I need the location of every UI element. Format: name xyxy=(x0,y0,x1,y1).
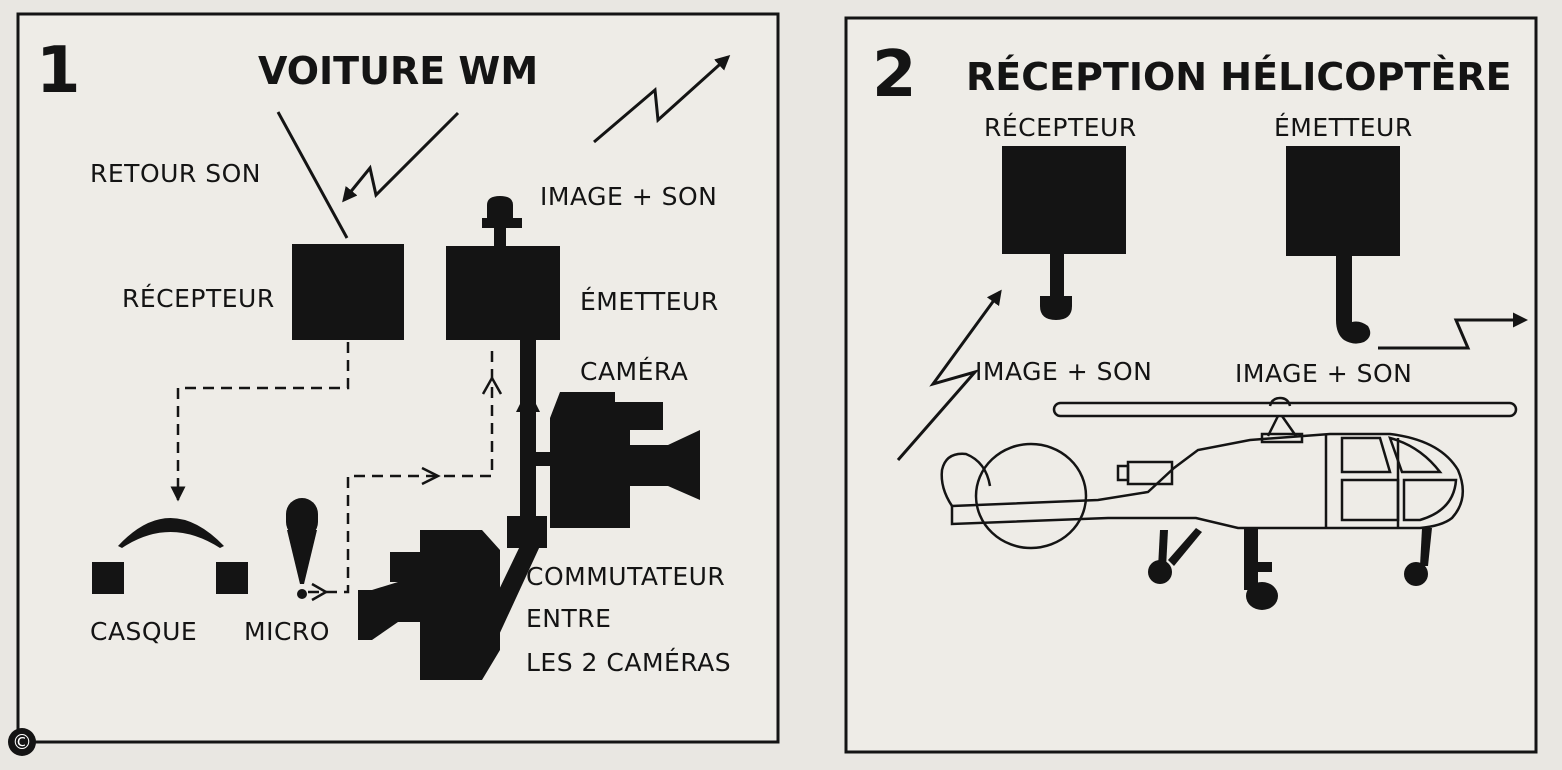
heli-outgoing-signal-arrow xyxy=(1378,312,1528,350)
camera-2-icon xyxy=(358,530,500,680)
helicopter-rotor xyxy=(1052,401,1518,418)
heli-incoming-signal-arrow xyxy=(896,289,1002,461)
label-heli-emetteur: ÉMETTEUR xyxy=(1274,113,1413,142)
label-commutateur-line-2: ENTRE xyxy=(526,604,611,633)
switcher-box xyxy=(507,516,547,548)
helicopter-fuselage xyxy=(950,432,1465,530)
copyright-badge xyxy=(8,728,36,756)
label-heli-image-son-left: IMAGE + SON xyxy=(975,357,1152,386)
transmitter-antenna-base xyxy=(482,218,522,228)
label-recepteur: RÉCEPTEUR xyxy=(122,284,275,313)
heli-transmitter-box xyxy=(1286,146,1400,256)
label-commutateur-line-1: COMMUTATEUR xyxy=(526,562,725,591)
label-retour-son: RETOUR SON xyxy=(90,159,261,188)
label-image-son: IMAGE + SON xyxy=(540,182,717,211)
helicopter-drawing xyxy=(940,396,1518,550)
helicopter-side-window xyxy=(1340,436,1392,474)
receiver-box xyxy=(292,244,404,340)
panel-1-title: VOITURE WM xyxy=(258,49,538,93)
label-heli-recepteur: RÉCEPTEUR xyxy=(984,113,1137,142)
camera-1-icon xyxy=(550,392,700,528)
helicopter-rotor-hub xyxy=(1268,396,1292,407)
micro-path-arrow-up xyxy=(481,375,503,395)
helicopter-tail-rotor xyxy=(974,442,1088,550)
label-camera: CAMÉRA xyxy=(580,357,688,386)
label-commutateur-line-3: LES 2 CAMÉRAS xyxy=(526,648,731,677)
helicopter-exhaust xyxy=(1116,464,1130,482)
label-micro: MICRO xyxy=(244,617,330,646)
panel-voiture: 1 VOITURE WM RETOUR SON IMAGE + SON RÉCE… xyxy=(16,12,780,744)
panel-2-number: 2 xyxy=(872,38,917,112)
panel-1-number: 1 xyxy=(36,34,81,108)
audio-return-path xyxy=(170,342,350,502)
panel-2-frame xyxy=(844,16,1538,754)
copyright-symbol: © xyxy=(12,730,32,754)
transmitter-box xyxy=(446,246,560,340)
label-casque: CASQUE xyxy=(90,617,197,646)
heli-receiver-antenna xyxy=(1040,296,1072,320)
helicopter-mast xyxy=(1266,415,1298,437)
transmitter-antenna-dome xyxy=(487,196,513,218)
heli-receiver-box xyxy=(1002,146,1126,254)
helicopter-landing-gear xyxy=(1148,528,1432,610)
receiver-antenna xyxy=(276,111,349,239)
micro-output-arrow xyxy=(311,582,329,602)
helicopter-nose-window xyxy=(1402,478,1458,522)
micro-path-arrow-right xyxy=(421,466,441,486)
transmitter-antenna-stem xyxy=(494,228,506,248)
micro-audio-path xyxy=(308,348,494,594)
incoming-signal-arrow xyxy=(342,111,460,203)
heli-receiver-stem xyxy=(1050,252,1064,296)
panel-2-title: RÉCEPTION HÉLICOPTÈRE xyxy=(966,55,1512,99)
video-bus xyxy=(520,340,536,530)
headset-icon xyxy=(92,518,248,594)
heli-transmitter-antenna xyxy=(1336,254,1371,344)
microphone-icon xyxy=(286,498,318,599)
panel-helicoptere: 2 RÉCEPTION HÉLICOPTÈRE RÉCEPTEUR ÉMETTE… xyxy=(844,16,1538,754)
label-emetteur: ÉMETTEUR xyxy=(580,287,719,316)
outgoing-signal-arrow xyxy=(593,54,731,144)
helicopter-tail-fin xyxy=(940,452,992,507)
label-heli-image-son-right: IMAGE + SON xyxy=(1235,359,1412,388)
video-bus-arrow xyxy=(516,388,540,412)
